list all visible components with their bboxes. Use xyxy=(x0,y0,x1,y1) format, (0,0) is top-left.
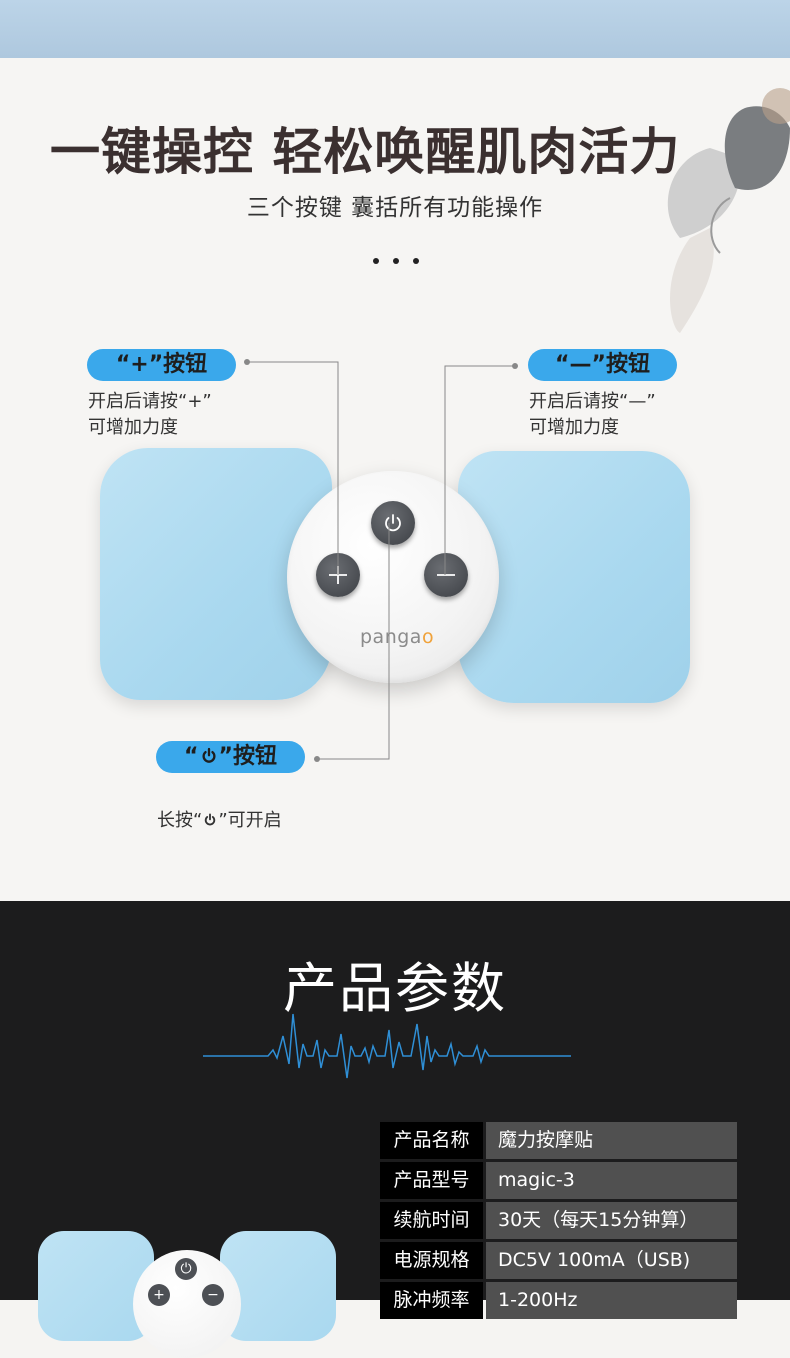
param-value: 魔力按摩贴 xyxy=(486,1122,737,1159)
brand-logo: pangao xyxy=(360,626,435,648)
mini-minus-icon: − xyxy=(202,1284,224,1306)
minus-button-note: 开启后请按“—” 可增加力度 xyxy=(529,391,656,438)
plus-button-note: 开启后请按“+” 可增加力度 xyxy=(88,391,212,438)
plus-button-label: “+”按钮 xyxy=(87,349,236,381)
power-icon xyxy=(205,813,216,826)
table-row: 电源规格 DC5V 100mA（USB) xyxy=(380,1242,737,1279)
table-row: 产品名称 魔力按摩贴 xyxy=(380,1122,737,1159)
table-row: 产品型号 magic-3 xyxy=(380,1162,737,1199)
power-button[interactable] xyxy=(371,501,415,545)
hero-subtitle: 三个按键 囊括所有功能操作 xyxy=(246,195,544,221)
power-button-note: 长按“ ”可开启 xyxy=(157,810,282,831)
minus-button[interactable] xyxy=(424,553,468,597)
param-key: 产品名称 xyxy=(380,1122,483,1159)
table-row: 脉冲频率 1-200Hz xyxy=(380,1282,737,1319)
plus-button[interactable] xyxy=(316,553,360,597)
mini-power-icon: ⏻ xyxy=(175,1258,197,1280)
plus-icon xyxy=(329,566,347,584)
mini-plus-icon: + xyxy=(148,1284,170,1306)
top-banner-strip xyxy=(0,0,790,58)
separator-dots xyxy=(373,258,419,268)
table-row: 续航时间 30天（每天15分钟算） xyxy=(380,1202,737,1239)
hero-title: 一键操控 轻松唤醒肌肉活力 xyxy=(50,123,681,181)
params-table: 产品名称 魔力按摩贴 产品型号 magic-3 续航时间 30天（每天15分钟算… xyxy=(380,1122,737,1322)
param-key: 脉冲频率 xyxy=(380,1282,483,1319)
power-icon xyxy=(202,747,215,763)
power-icon xyxy=(385,514,401,532)
minus-button-label: “—”按钮 xyxy=(528,349,677,381)
param-value: 1-200Hz xyxy=(486,1282,737,1319)
param-key: 续航时间 xyxy=(380,1202,483,1239)
param-value: magic-3 xyxy=(486,1162,737,1199)
pulse-wave-icon xyxy=(203,1013,571,1079)
param-value: DC5V 100mA（USB) xyxy=(486,1242,737,1279)
power-button-label: “ ”按钮 xyxy=(156,741,305,773)
params-title: 产品参数 xyxy=(283,957,507,1020)
minus-icon xyxy=(437,574,455,576)
param-value: 30天（每天15分钟算） xyxy=(486,1202,737,1239)
param-key: 电源规格 xyxy=(380,1242,483,1279)
param-key: 产品型号 xyxy=(380,1162,483,1199)
leaf-decoration-icon xyxy=(667,88,790,333)
